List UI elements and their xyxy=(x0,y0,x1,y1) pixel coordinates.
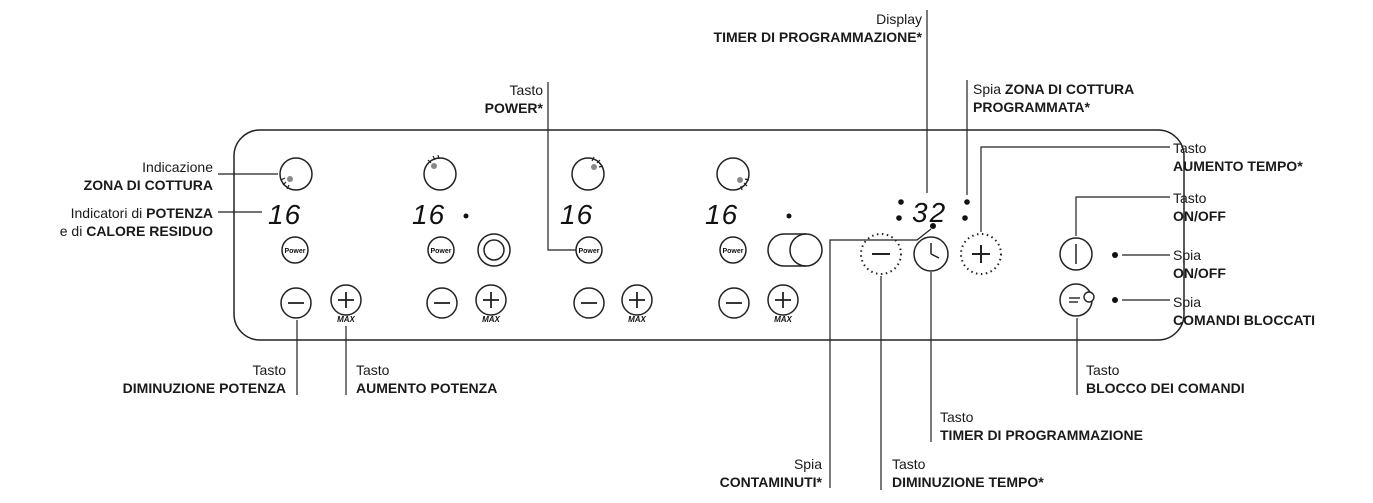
zone-2-max-label: MAX xyxy=(482,315,500,324)
zone-4-plus-button[interactable] xyxy=(767,284,799,316)
programmed-zone-led xyxy=(964,199,970,205)
zone-2-minus-button[interactable] xyxy=(426,287,458,319)
zone-1-max-label: MAX xyxy=(337,315,355,324)
on-off-led xyxy=(1112,252,1118,258)
caption-lock-key: Tasto BLOCCO DEI COMANDI xyxy=(1086,362,1245,396)
zone-1: 16 Power MAX xyxy=(268,157,362,324)
main-controls xyxy=(1059,237,1118,317)
lock-led xyxy=(1112,297,1118,303)
zone-3-max-label: MAX xyxy=(628,315,646,324)
zone-2-power-display: 16 xyxy=(412,199,445,230)
zone-1-plus-button[interactable] xyxy=(330,284,362,316)
control-panel xyxy=(233,129,1185,341)
zone-3-power-display: 16 xyxy=(560,199,593,230)
zone-1-indicator-icon xyxy=(279,157,313,191)
zone-3-plus-button[interactable] xyxy=(621,284,653,316)
caption-lock-led: Spia COMANDI BLOCCATI xyxy=(1173,294,1316,328)
caption-timer-key: Tasto TIMER DI PROGRAMMAZIONE xyxy=(940,409,1143,443)
caption-zone-indicator: Indicazione ZONA DI COTTURA xyxy=(83,159,213,193)
caption-power-key: Tasto POWER* xyxy=(484,82,543,116)
zone-3-indicator-icon xyxy=(571,157,605,191)
zone-4-minus-button[interactable] xyxy=(718,287,750,319)
zone-2-plus-button[interactable] xyxy=(475,284,507,316)
caption-programmed-zone: Spia ZONA DI COTTURA PROGRAMMATA* xyxy=(973,81,1135,115)
double-ring-icon xyxy=(483,239,505,261)
caption-power-indicators: Indicatori di POTENZA e di CALORE RESIDU… xyxy=(59,205,213,239)
on-off-button[interactable] xyxy=(1059,237,1093,271)
zone-2-power-button[interactable] xyxy=(427,236,455,264)
caption-display-timer: Display TIMER DI PROGRAMMAZIONE* xyxy=(713,11,922,45)
zone-4-led xyxy=(786,213,792,219)
timer-section: 32 xyxy=(860,197,1002,275)
timer-programming-button[interactable] xyxy=(913,236,949,272)
zone-4: 16 Power MAX xyxy=(705,157,823,324)
zone-2-indicator-icon xyxy=(423,157,457,191)
zone-3: 16 Power MAX xyxy=(560,156,653,324)
zone-2-power-button-label: Power xyxy=(430,248,451,255)
caption-on-off-led: Spia ON/OFF xyxy=(1173,247,1226,281)
zone-3-power-button-label: Power xyxy=(578,248,599,255)
caption-on-off-key: Tasto ON/OFF xyxy=(1173,190,1226,224)
zone-1-power-button-label: Power xyxy=(284,248,305,255)
oval-zone-icon xyxy=(789,233,807,267)
time-down-button[interactable] xyxy=(860,233,902,275)
zone-4-power-button[interactable] xyxy=(719,236,747,264)
time-up-button[interactable] xyxy=(960,233,1002,275)
caption-minute-minder-led: Spia CONTAMINUTI* xyxy=(719,456,822,490)
caption-time-down: Tasto DIMINUZIONE TEMPO* xyxy=(892,456,1044,490)
zone-2: 16 Power MAX xyxy=(412,154,511,324)
zone-1-minus-button[interactable] xyxy=(280,287,312,319)
zone-1-power-button[interactable] xyxy=(281,236,309,264)
caption-time-up: Tasto AUMENTO TEMPO* xyxy=(1173,140,1303,174)
minute-minder-led xyxy=(930,223,936,229)
leader-lines xyxy=(218,10,1170,490)
timer-display: 32 xyxy=(912,197,947,228)
caption-power-up: Tasto AUMENTO POTENZA xyxy=(356,362,498,396)
caption-power-down: Tasto DIMINUZIONE POTENZA xyxy=(122,362,286,396)
zone-4-indicator-icon xyxy=(716,157,750,191)
zone-4-power-button-label: Power xyxy=(722,248,743,255)
zone-2-led xyxy=(463,213,469,219)
zone-4-max-label: MAX xyxy=(774,315,792,324)
zone-2-dual-zone-button[interactable] xyxy=(477,233,511,267)
zone-1-power-display: 16 xyxy=(268,199,301,230)
zone-3-minus-button[interactable] xyxy=(573,287,605,319)
zone-4-power-display: 16 xyxy=(705,199,738,230)
